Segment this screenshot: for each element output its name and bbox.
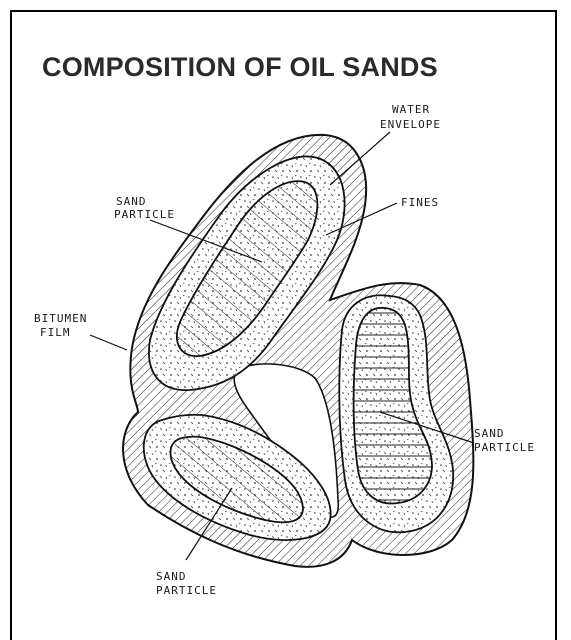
label-sand-particle-right-1: SAND: [474, 427, 505, 440]
label-sand-particle-lower-1: SAND: [156, 570, 187, 583]
label-water-envelope-1: WATER: [392, 103, 430, 116]
label-sand-particle-upper-1: SAND: [116, 195, 147, 208]
leader-bitumen-film: [90, 335, 127, 350]
label-water-envelope-2: ENVELOPE: [380, 118, 441, 131]
label-sand-particle-lower-2: PARTICLE: [156, 584, 217, 597]
label-sand-particle-right-2: PARTICLE: [474, 441, 535, 454]
label-sand-particle-upper-2: PARTICLE: [114, 208, 175, 221]
label-bitumen-film-2: FILM: [40, 326, 71, 339]
label-fines: FINES: [401, 196, 439, 209]
label-bitumen-film-1: BITUMEN: [34, 312, 87, 325]
